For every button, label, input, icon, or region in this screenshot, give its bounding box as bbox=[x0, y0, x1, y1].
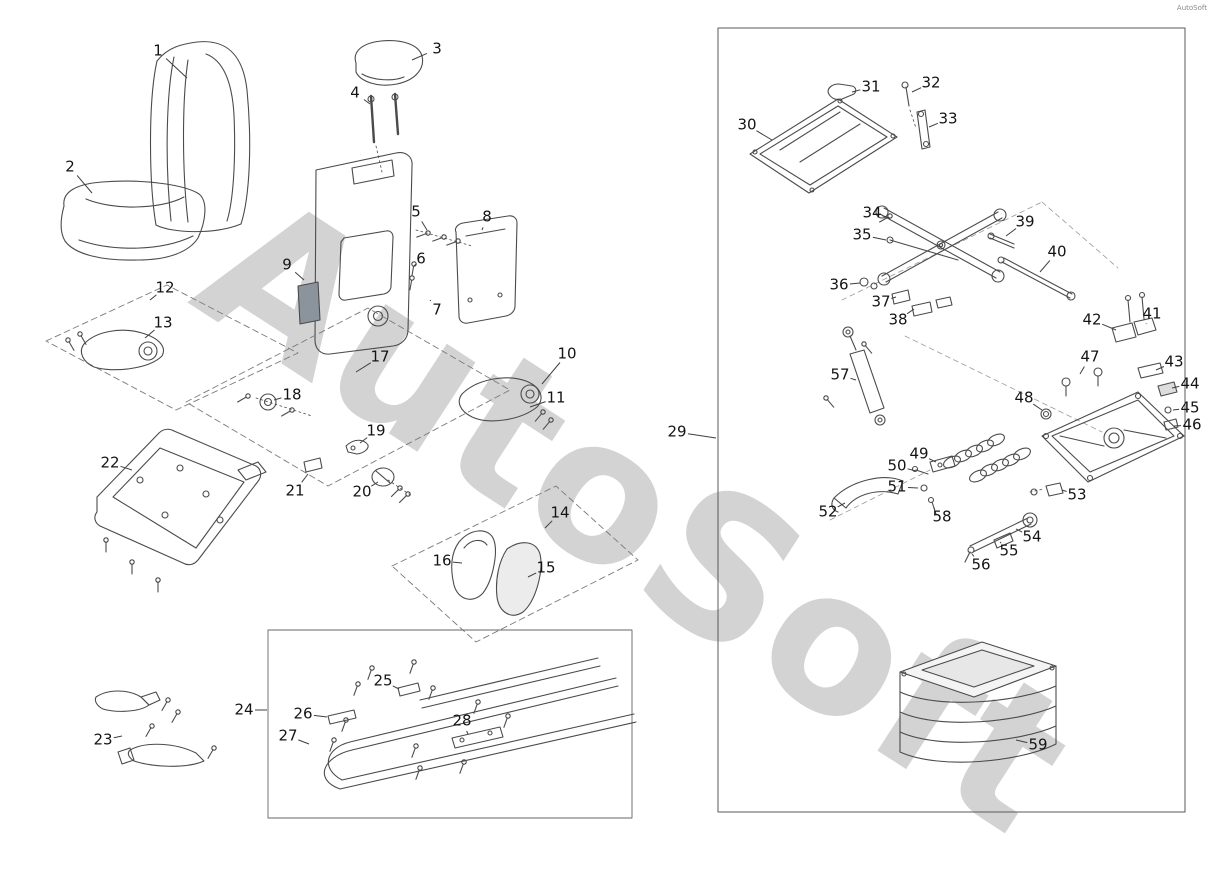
bracket-part31 bbox=[828, 84, 856, 100]
levers-part23 bbox=[95, 691, 217, 766]
seat-pan-part30 bbox=[750, 99, 897, 193]
group24-box bbox=[268, 630, 632, 818]
bellows-part59 bbox=[900, 642, 1056, 762]
armrest-left-part13 bbox=[65, 330, 163, 369]
right-section-border bbox=[718, 28, 1185, 812]
seat-backrest-part1 bbox=[151, 42, 250, 232]
shock-absorber-part57 bbox=[823, 327, 885, 425]
suspension-springs bbox=[942, 432, 1033, 485]
suspension-top-plate bbox=[1042, 392, 1184, 482]
seat-base-frame-part22 bbox=[95, 429, 266, 592]
parts-diagram-canvas: AutoSoft bbox=[0, 0, 1213, 822]
nut-part48 bbox=[1041, 409, 1051, 419]
headrest-part3 bbox=[355, 41, 422, 86]
gas-spring-parts-32-33 bbox=[902, 82, 930, 149]
scissor-linkage-parts-34-38 bbox=[860, 206, 1006, 316]
part53 bbox=[1030, 483, 1063, 496]
headrest-posts-part4 bbox=[368, 94, 398, 172]
group17-dashed-boundary bbox=[186, 308, 510, 486]
fasteners-part5-6 bbox=[408, 230, 472, 290]
rail-frame-part25-28 bbox=[324, 658, 636, 789]
knobs-part47 bbox=[1062, 368, 1102, 396]
guide-parts-49-52-58 bbox=[832, 456, 955, 514]
recliner-parts-18-21 bbox=[237, 393, 412, 504]
roller-arm-parts-54-56 bbox=[965, 513, 1037, 562]
rods-parts-39-40 bbox=[988, 233, 1075, 300]
group12-dashed-boundary bbox=[46, 285, 298, 410]
bracket-parts-41-42 bbox=[1112, 293, 1156, 343]
seat-cushion-part2 bbox=[61, 181, 205, 260]
brand-mark: AutoSoft bbox=[1177, 4, 1207, 12]
back-panel-part8 bbox=[455, 216, 517, 323]
armrest-right-part10-11 bbox=[459, 378, 554, 431]
armrest-pads-part15-16 bbox=[452, 531, 541, 615]
exploded-view-art bbox=[0, 0, 1213, 822]
